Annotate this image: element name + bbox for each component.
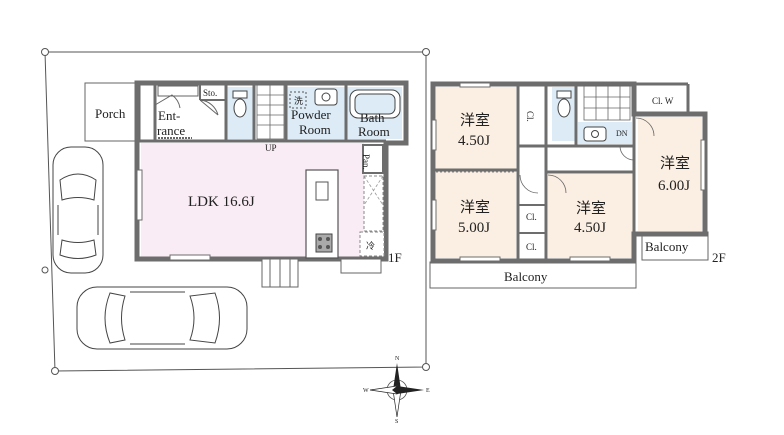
stairs-up-label: UP	[265, 143, 277, 153]
toilet-icon	[556, 90, 572, 118]
compass-north: N	[395, 356, 400, 362]
floor1-plan	[134, 80, 409, 288]
car-icon	[76, 286, 248, 350]
pantry-box	[362, 144, 384, 174]
walkin-closet-label: Cl. W	[652, 96, 674, 106]
porch-area	[84, 82, 141, 142]
fridge-box	[359, 231, 385, 257]
porch-label: Porch	[95, 106, 126, 121]
pantry-label: Pan.	[361, 154, 371, 170]
basin-icon	[314, 88, 338, 106]
room-nw-name: 洋室	[460, 112, 490, 129]
ldk-label: LDK 16.6J	[188, 194, 255, 210]
room-nw-size: 4.50J	[458, 133, 490, 149]
room-e-size: 6.00J	[658, 178, 690, 194]
room-mid-size: 4.50J	[574, 220, 606, 236]
site-boundary	[41, 48, 430, 375]
compass-south: S	[395, 419, 398, 425]
stairs-down-label: DN	[616, 129, 628, 138]
balcony-south-label: Balcony	[504, 269, 548, 284]
bath-room-label-2: Room	[358, 124, 390, 139]
closet-label-2: Cl.	[526, 212, 537, 222]
balcony-east-label: Balcony	[645, 239, 689, 254]
stairs-1f	[256, 84, 285, 140]
sink-icon	[315, 181, 329, 201]
closet-label-1: Cl.	[525, 111, 535, 122]
entrance-label-1: Ent-	[158, 108, 180, 123]
compass-east: E	[426, 388, 430, 394]
washer-box	[289, 91, 307, 109]
balcony-south	[429, 261, 637, 289]
car-icon	[52, 146, 104, 274]
washer-label: 洗	[294, 95, 303, 106]
room-e-name: 洋室	[660, 155, 690, 172]
powder-room-label-1: Powder	[291, 107, 331, 122]
room-sw-name: 洋室	[460, 199, 490, 216]
fridge-label: 冷	[366, 240, 375, 251]
bath-room-label-1: Bath	[360, 110, 385, 125]
toilet-icon	[232, 90, 248, 118]
room-sw-size: 5.00J	[458, 220, 490, 236]
stairs-2f	[583, 85, 631, 121]
floor2-plan	[429, 81, 709, 289]
powder-room-label-2: Room	[299, 122, 331, 137]
floor1-label: 1F	[388, 250, 402, 265]
closet-label-3: Cl.	[526, 242, 537, 252]
stove-icon	[315, 233, 333, 253]
storage-label: Sto.	[203, 88, 217, 98]
compass-icon	[369, 363, 424, 418]
entrance-label-2: rance	[157, 123, 185, 138]
floor2-label: 2F	[712, 250, 726, 265]
room-mid-name: 洋室	[576, 200, 606, 217]
balcony-east	[641, 231, 709, 261]
basin-icon	[583, 126, 607, 142]
entry-steps	[261, 258, 382, 288]
compass-west: W	[363, 388, 369, 394]
